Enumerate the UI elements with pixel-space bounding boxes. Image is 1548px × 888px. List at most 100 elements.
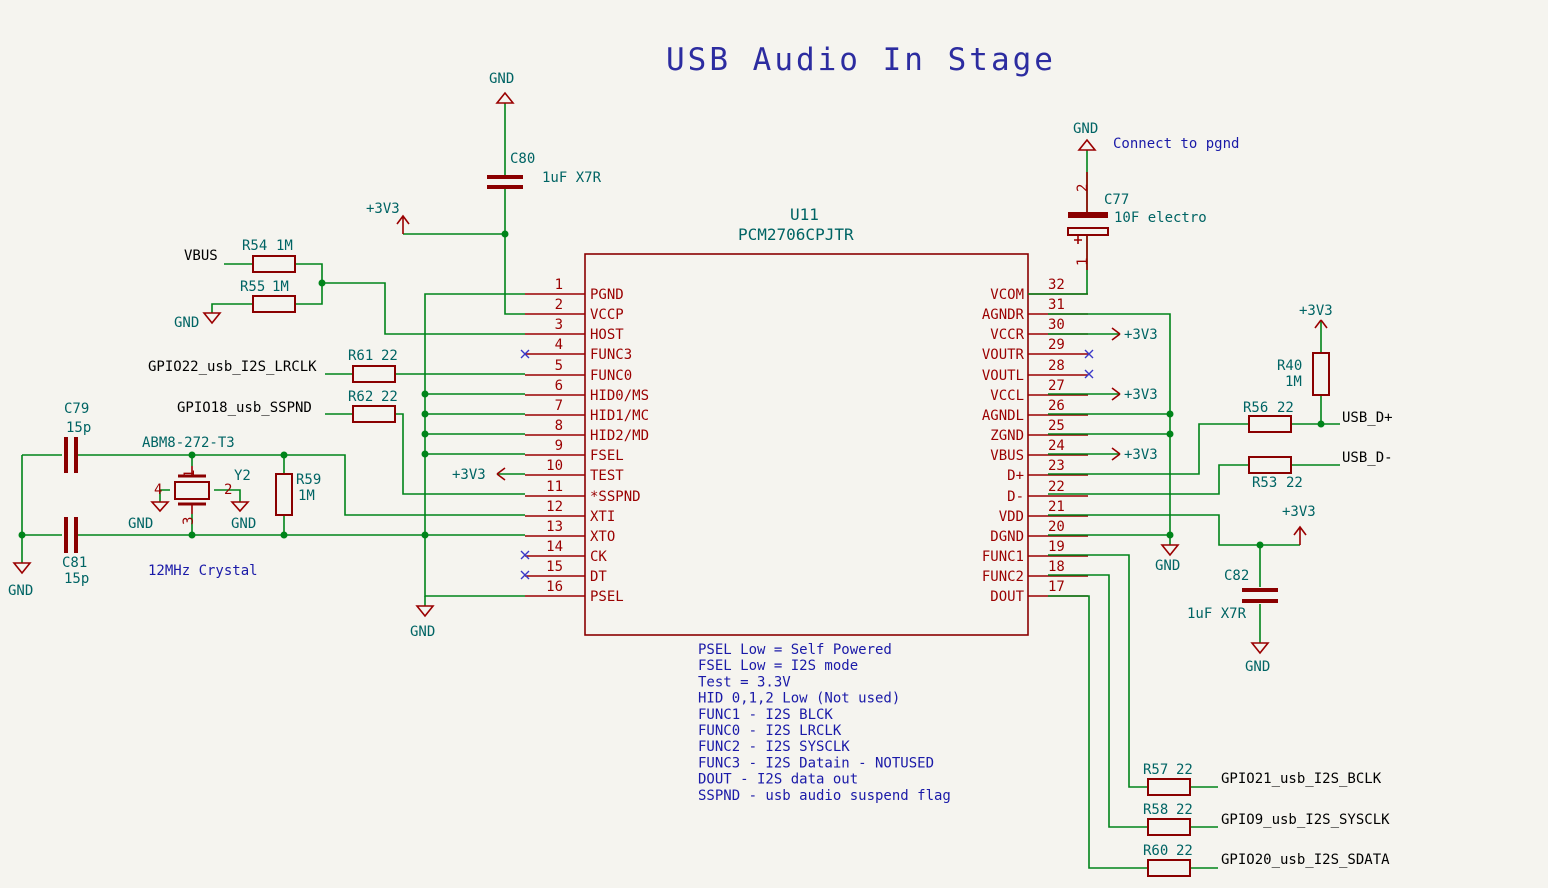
- gnd-label-r55: GND: [174, 315, 199, 331]
- wires: [21, 103, 1340, 869]
- gnd-symbol-c80: [495, 91, 515, 104]
- ic-pin-number-32: 32: [1048, 277, 1065, 293]
- v33-label-vccl: +3V3: [1124, 387, 1158, 403]
- svg-text:R40: R40: [1277, 358, 1302, 374]
- note-line: FSEL Low = I2S mode: [698, 658, 858, 674]
- net-lrclk: GPIO22_usb_I2S_LRCLK: [148, 359, 317, 375]
- ic-pin-name-15: DT: [590, 569, 607, 585]
- ic-pin-number-19: 19: [1048, 539, 1065, 555]
- net-sspnd: GPIO18_usb_SSPND: [177, 400, 312, 416]
- capacitor-c79: C79 15p: [64, 401, 91, 473]
- ic-pin-name-23: D+: [1007, 468, 1024, 484]
- svg-text:C80: C80: [510, 151, 535, 167]
- crystal-y2: 1 3 4 2 ABM8-272-T3 Y2 12MHz Crystal: [142, 435, 258, 579]
- ic-pin-number-22: 22: [1048, 479, 1065, 495]
- svg-text:ABM8-272-T3: ABM8-272-T3: [142, 435, 235, 451]
- gnd-label-c77: GND: [1073, 121, 1098, 137]
- ic-value: PCM2706CPJTR: [738, 225, 854, 244]
- ic-pin-name-13: XTO: [590, 529, 615, 545]
- ic-pin-number-9: 9: [555, 438, 563, 454]
- ic-pin-name-10: TEST: [590, 468, 624, 484]
- ic-pin-name-28: VOUTL: [982, 368, 1024, 384]
- svg-text:R60: R60: [1143, 843, 1168, 859]
- ic-pins: 1PGND2VCCP3HOST4FUNC35FUNC06HID0/MS7HID1…: [525, 277, 1088, 605]
- svg-text:22: 22: [1277, 400, 1294, 416]
- resistor-r62: R62 22 GPIO18_usb_SSPND: [177, 389, 398, 423]
- ic-pin-number-13: 13: [546, 519, 563, 535]
- resistor-r61: R61 22 GPIO22_usb_I2S_LRCLK: [148, 348, 398, 383]
- ic-pin-name-18: FUNC2: [982, 569, 1024, 585]
- junctions: [18, 230, 1325, 549]
- ic-pin-number-14: 14: [546, 539, 563, 555]
- gnd-symbol-c82: [1250, 642, 1270, 655]
- ic-pin-number-3: 3: [555, 317, 563, 333]
- ic-pin-name-2: VCCP: [590, 307, 624, 323]
- svg-text:R61: R61: [348, 348, 373, 364]
- ic-pin-name-8: HID2/MD: [590, 428, 649, 444]
- ic-pin-name-25: ZGND: [990, 428, 1024, 444]
- svg-text:15p: 15p: [66, 420, 91, 436]
- ic-pin-number-25: 25: [1048, 418, 1065, 434]
- svg-text:R55: R55: [240, 279, 265, 295]
- power-symbols: GND +3V3 GND GND +3V3 GND GND GND GND +3…: [8, 71, 1333, 675]
- v33-symbol-test: [496, 467, 506, 481]
- c77-note: Connect to pgnd: [1113, 136, 1239, 152]
- svg-text:22: 22: [381, 348, 398, 364]
- ic-pin-name-32: VCOM: [990, 287, 1024, 303]
- svg-text:3: 3: [181, 517, 197, 525]
- ic-pin-number-7: 7: [555, 398, 563, 414]
- gnd-symbol-crystal-left: [12, 562, 32, 575]
- v33-label-vccr: +3V3: [1124, 327, 1158, 343]
- svg-text:22: 22: [1286, 475, 1303, 491]
- svg-text:R53: R53: [1252, 475, 1277, 491]
- resistor-r55: R55 1M: [240, 279, 296, 313]
- ic-u11-body: [584, 253, 1029, 636]
- net-bclk: GPIO21_usb_I2S_BCLK: [1221, 771, 1382, 787]
- v33-label-c80: +3V3: [366, 201, 400, 217]
- schematic-title: USB Audio In Stage: [666, 42, 1056, 78]
- ic-pin-number-17: 17: [1048, 579, 1065, 595]
- ic-pin-name-6: HID0/MS: [590, 388, 649, 404]
- note-line: SSPND - usb audio suspend flag: [698, 788, 951, 804]
- ic-pin-number-8: 8: [555, 418, 563, 434]
- svg-text:R62: R62: [348, 389, 373, 405]
- ic-pin-number-23: 23: [1048, 458, 1065, 474]
- note-line: DOUT - I2S data out: [698, 772, 858, 788]
- ic-pin-number-6: 6: [555, 378, 563, 394]
- svg-text:2: 2: [1075, 184, 1091, 192]
- gnd-label-c80: GND: [489, 71, 514, 87]
- svg-text:1uF X7R: 1uF X7R: [542, 170, 602, 186]
- note-line: HID 0,1,2 Low (Not used): [698, 691, 900, 707]
- svg-text:22: 22: [381, 389, 398, 405]
- no-connect-markers: [520, 349, 1094, 580]
- svg-text:C77: C77: [1104, 192, 1129, 208]
- net-sysclk: GPIO9_usb_I2S_SYSCLK: [1221, 812, 1390, 828]
- ic-pin-number-27: 27: [1048, 378, 1065, 394]
- resistor-r40: R40 1M: [1277, 352, 1330, 396]
- resistor-r59: R59 1M: [275, 472, 321, 516]
- ic-pin-name-20: DGND: [990, 529, 1024, 545]
- net-vbus: VBUS: [184, 248, 218, 264]
- svg-text:R54: R54: [242, 238, 267, 254]
- svg-text:C82: C82: [1224, 568, 1249, 584]
- net-usb-dp: USB_D+: [1342, 410, 1393, 426]
- ic-pin-name-26: AGNDL: [982, 408, 1024, 424]
- svg-text:R58: R58: [1143, 802, 1168, 818]
- ic-pin-name-27: VCCL: [990, 388, 1024, 404]
- svg-text:Y2: Y2: [234, 468, 251, 484]
- resistor-r57: R57 22 GPIO21_usb_I2S_BCLK: [1143, 762, 1382, 796]
- ic-pin-number-16: 16: [546, 579, 563, 595]
- ic-pin-number-18: 18: [1048, 559, 1065, 575]
- ic-pin-name-7: HID1/MC: [590, 408, 649, 424]
- resistor-r54: R54 1M VBUS: [184, 238, 296, 273]
- resistor-r60: R60 22 GPIO20_usb_I2S_SDATA: [1143, 843, 1390, 877]
- v33-symbol-c80: [396, 214, 410, 234]
- ic-pin-number-12: 12: [546, 499, 563, 515]
- gnd-label-y2-pin2: GND: [231, 516, 256, 532]
- capacitor-c80: C80 1uF X7R: [487, 151, 602, 189]
- ic-pin-number-2: 2: [555, 297, 563, 313]
- ic-pin-name-29: VOUTR: [982, 347, 1025, 363]
